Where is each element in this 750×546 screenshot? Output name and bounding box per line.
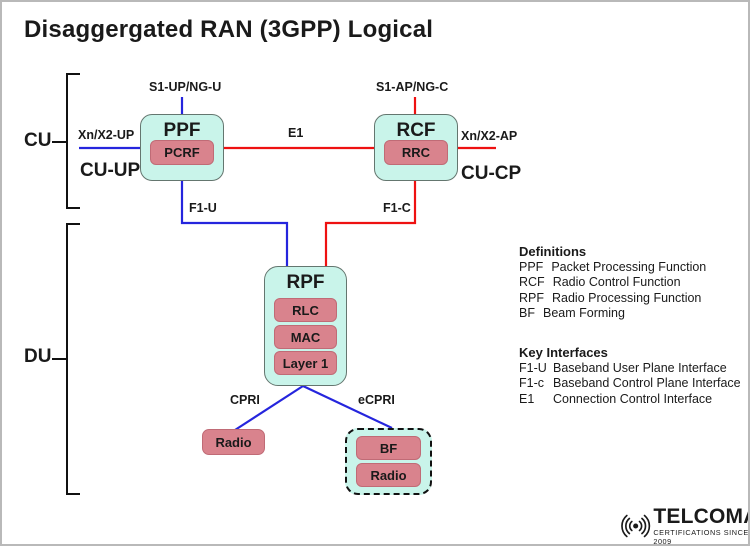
link-f1c-line (324, 181, 417, 266)
definition-item: BF Beam Forming (519, 306, 706, 322)
link-f1u-line (180, 181, 289, 266)
node-rcf-rrc: RRC (384, 140, 448, 165)
definition-abbr: RPF (519, 290, 544, 305)
key-interface-text: Baseband User Plane Interface (553, 360, 727, 375)
cu-bracket (66, 73, 80, 209)
link-label-e1: E1 (288, 126, 304, 140)
radio-waves-icon (621, 514, 651, 538)
node-beam-bf: BF (356, 436, 421, 460)
key-interfaces-block: Key Interfaces F1-U Baseband User Plane … (519, 345, 741, 407)
definition-item: RPF Radio Processing Function (519, 291, 706, 307)
key-interface-abbr: E1 (519, 391, 535, 406)
node-rpf-rlc: RLC (274, 298, 337, 322)
node-radio: Radio (202, 429, 265, 455)
definition-text: Radio Control Function (552, 275, 681, 289)
key-interface-text: Baseband Control Plane Interface (553, 376, 741, 390)
definition-text: Packet Processing Function (551, 259, 707, 274)
definition-item: RCF Radio Control Function (519, 275, 706, 291)
link-label-f1u: F1-U (189, 201, 217, 215)
link-label-xnup: Xn/X2-UP (78, 128, 135, 142)
key-interface-abbr: F1-c (519, 376, 544, 390)
key-interface-item: F1-c Baseband Control Plane Interface (519, 376, 741, 392)
link-cpri-line (234, 385, 304, 431)
key-interface-text: Connection Control Interface (553, 391, 713, 406)
du-bracket (66, 223, 80, 495)
link-ecpri-line (302, 385, 393, 429)
key-interface-item: F1-U Baseband User Plane Interface (519, 361, 741, 377)
definition-item: PPF Packet Processing Function (519, 260, 706, 276)
link-label-s1up: S1-UP/NG-U (149, 80, 222, 94)
diagram-title: Disaggergated RAN (3GPP) Logical (24, 16, 434, 43)
logo-tagline: CERTIFICATIONS SINCE 2009 (653, 528, 749, 546)
node-rcf-title: RCF (396, 120, 436, 141)
definitions-block: Definitions PPF Packet Processing Functi… (519, 244, 706, 322)
link-label-f1c: F1-C (383, 201, 411, 215)
definition-abbr: PPF (519, 259, 544, 274)
node-rpf-layer1: Layer 1 (274, 351, 337, 375)
group-label-cu-cp: CU-CP (461, 163, 522, 184)
group-label-cu-up: CU-UP (80, 160, 141, 181)
group-label-cu: CU (24, 130, 52, 151)
node-ppf-pcrf: PCRF (150, 140, 214, 165)
node-beam-radio-chip: Radio (356, 463, 421, 487)
telcoma-logo: TELCOMA CERTIFICATIONS SINCE 2009 (619, 505, 750, 546)
definition-text: Beam Forming (542, 306, 625, 320)
link-label-s1ap: S1-AP/NG-C (376, 80, 449, 94)
logo-name: TELCOMA (653, 505, 750, 528)
group-label-du: DU (24, 346, 52, 367)
definition-abbr: RCF (519, 275, 545, 289)
link-label-xnap: Xn/X2-AP (461, 129, 518, 143)
node-rpf-mac: MAC (274, 325, 337, 349)
key-interfaces-heading: Key Interfaces (519, 345, 608, 360)
node-ppf-title: PPF (163, 120, 201, 141)
key-interface-abbr: F1-U (519, 360, 547, 375)
definitions-heading: Definitions (519, 244, 587, 259)
link-label-ecpri: eCPRI (358, 393, 395, 407)
logo-text: TELCOMA CERTIFICATIONS SINCE 2009 (653, 505, 750, 546)
key-interface-item: E1 Connection Control Interface (519, 392, 741, 408)
definition-abbr: BF (519, 306, 535, 320)
definition-text: Radio Processing Function (552, 290, 702, 305)
link-label-cpri: CPRI (230, 393, 260, 407)
node-rpf-title: RPF (286, 272, 325, 293)
